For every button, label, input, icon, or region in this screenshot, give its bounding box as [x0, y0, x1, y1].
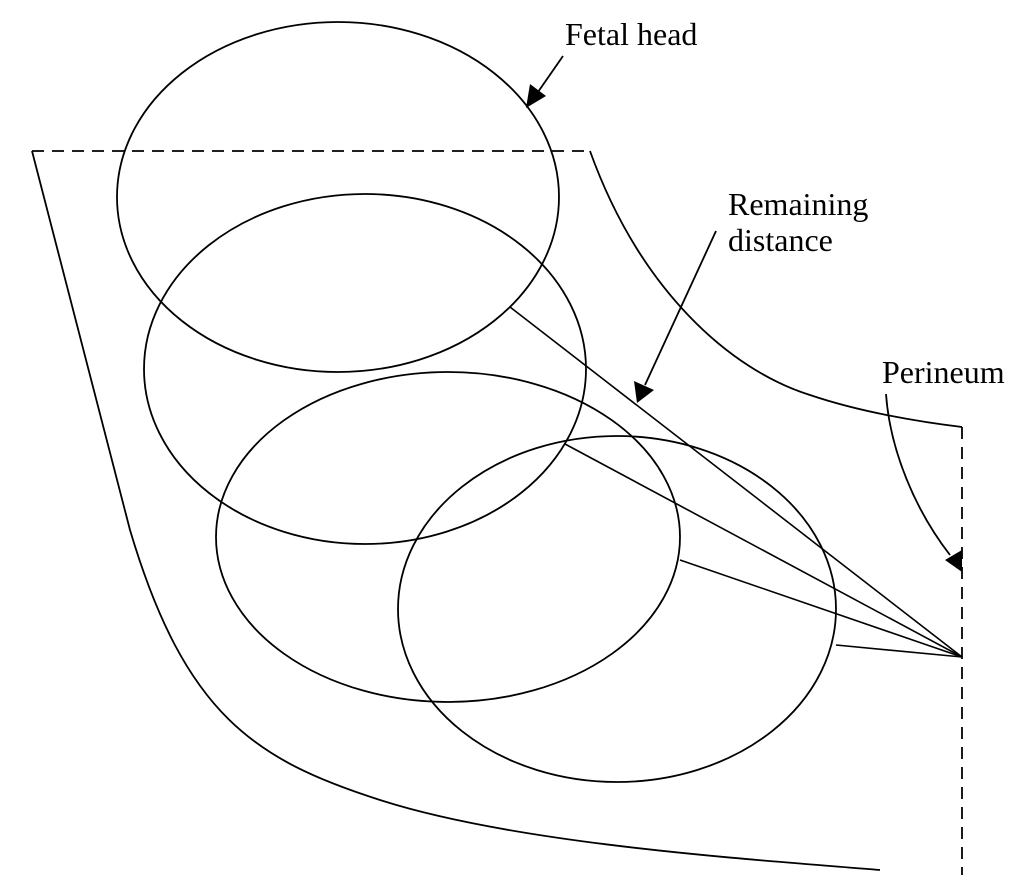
canal-anterior-wall	[589, 150, 963, 428]
fetal-head-position-2	[143, 193, 587, 545]
canal-posterior-wall	[31, 150, 881, 871]
perineum-arrowhead	[945, 550, 962, 572]
remaining-distance-arrowhead	[634, 381, 654, 403]
distance-ray-3	[679, 559, 963, 658]
remaining-distance-pointer-line	[644, 230, 717, 386]
fetal-head-pointer-line	[537, 55, 564, 93]
distance-ray-2	[564, 443, 963, 658]
fetal-head-position-1	[116, 21, 560, 373]
remaining-distance-label-line2: distance	[728, 222, 833, 258]
fetal-head-position-3	[215, 371, 681, 703]
distance-ray-4	[835, 644, 963, 658]
fetal-head-arrowhead	[526, 84, 546, 108]
remaining-distance-label-line1: Remaining	[728, 186, 868, 222]
fetal-head-label: Fetal head	[565, 16, 697, 52]
perineum-pointer-line	[885, 393, 951, 556]
fetal-head-position-4	[397, 435, 837, 783]
distance-ray-1	[509, 306, 963, 658]
perineum-label: Perineum	[882, 354, 1005, 390]
